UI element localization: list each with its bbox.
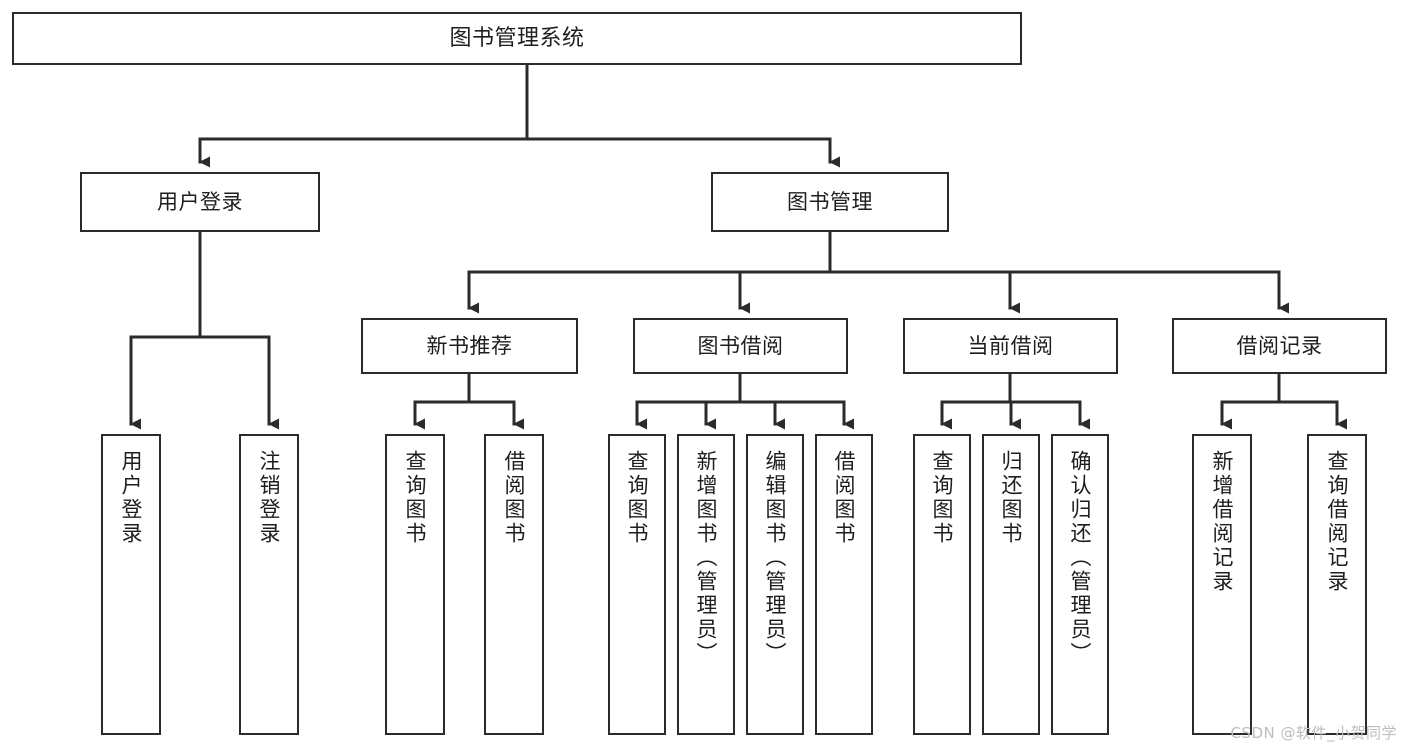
node-root-label: 图书管理系统 [449, 25, 585, 51]
node-leaf-query-book-1[interactable]: 查询图书 [385, 434, 445, 735]
node-leaf-return-book[interactable]: 归还图书 [982, 434, 1040, 735]
node-leaf-query-record-label: 查询借阅记录 [1325, 450, 1350, 594]
node-leaf-query-book-3-label: 查询图书 [930, 450, 955, 546]
node-book-borrow[interactable]: 图书借阅 [633, 318, 848, 374]
node-leaf-query-record[interactable]: 查询借阅记录 [1307, 434, 1367, 735]
node-leaf-user-logout-label: 注销登录 [257, 450, 282, 546]
node-leaf-add-record-label: 新增借阅记录 [1210, 450, 1235, 594]
node-leaf-confirm-return-label: 确认归还（管理员） [1068, 450, 1093, 666]
node-leaf-confirm-return[interactable]: 确认归还（管理员） [1051, 434, 1109, 735]
node-current-borrow-label: 当前借阅 [967, 333, 1054, 358]
node-leaf-add-book[interactable]: 新增图书（管理员） [677, 434, 735, 735]
node-leaf-user-login[interactable]: 用户登录 [101, 434, 161, 735]
node-current-borrow[interactable]: 当前借阅 [903, 318, 1118, 374]
node-leaf-borrow-book-1-label: 借阅图书 [502, 450, 527, 546]
node-leaf-user-login-label: 用户登录 [119, 450, 144, 546]
node-leaf-query-book-2[interactable]: 查询图书 [608, 434, 666, 735]
csdn-watermark: CSDN @软件_小贺同学 [1230, 724, 1397, 742]
node-leaf-edit-book[interactable]: 编辑图书（管理员） [746, 434, 804, 735]
node-root[interactable]: 图书管理系统 [12, 12, 1022, 65]
node-book-borrow-label: 图书借阅 [697, 333, 784, 358]
node-book-manage-label: 图书管理 [787, 189, 873, 214]
node-new-book-recommend-label: 新书推荐 [426, 333, 513, 358]
node-borrow-record[interactable]: 借阅记录 [1172, 318, 1387, 374]
node-leaf-add-record[interactable]: 新增借阅记录 [1192, 434, 1252, 735]
node-leaf-query-book-2-label: 查询图书 [625, 450, 650, 546]
node-borrow-record-label: 借阅记录 [1236, 333, 1323, 358]
node-leaf-user-logout[interactable]: 注销登录 [239, 434, 299, 735]
node-leaf-borrow-book-2[interactable]: 借阅图书 [815, 434, 873, 735]
node-user-login-label: 用户登录 [157, 189, 243, 214]
node-leaf-return-book-label: 归还图书 [999, 450, 1024, 546]
node-user-login[interactable]: 用户登录 [80, 172, 320, 232]
node-leaf-borrow-book-1[interactable]: 借阅图书 [484, 434, 544, 735]
node-leaf-edit-book-label: 编辑图书（管理员） [763, 450, 788, 666]
node-new-book-recommend[interactable]: 新书推荐 [361, 318, 578, 374]
node-leaf-query-book-1-label: 查询图书 [403, 450, 428, 546]
node-leaf-add-book-label: 新增图书（管理员） [694, 450, 719, 666]
node-leaf-query-book-3[interactable]: 查询图书 [913, 434, 971, 735]
node-book-manage[interactable]: 图书管理 [711, 172, 949, 232]
node-leaf-borrow-book-2-label: 借阅图书 [832, 450, 857, 546]
